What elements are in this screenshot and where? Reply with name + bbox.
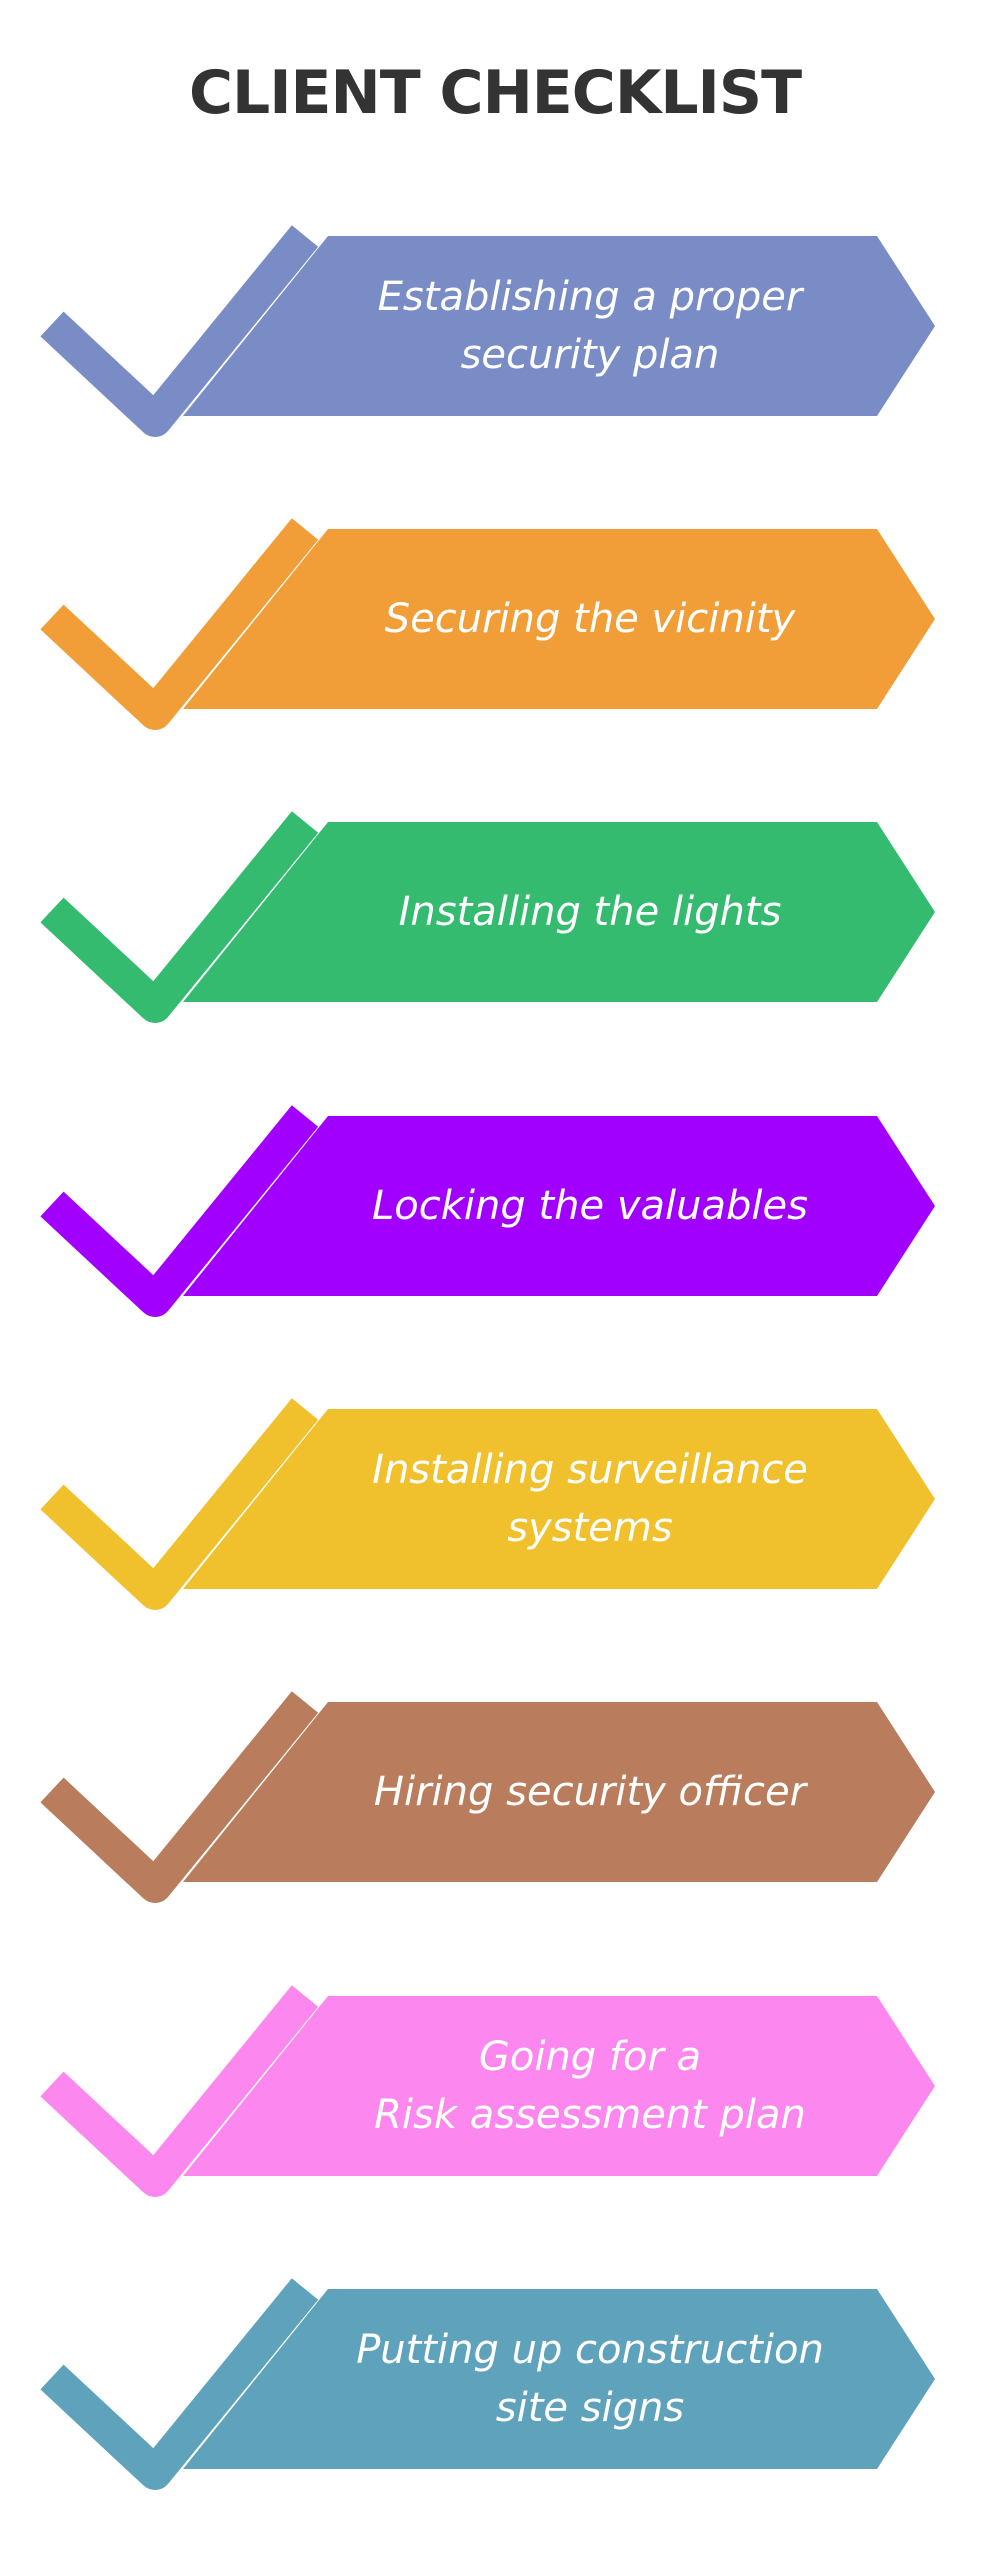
checklist-item-graphic: [40, 1398, 935, 1610]
checklist-item-graphic: [40, 518, 935, 730]
checkmark-icon: [40, 811, 319, 1023]
checkmark-icon: [40, 1985, 319, 2197]
checklist-item-label: Putting up construction site signs: [356, 2327, 824, 2431]
checklist-item-label: Going for a Risk assessment plan: [374, 2034, 806, 2138]
checklist-item: Putting up construction site signs: [0, 2265, 990, 2490]
arrow-banner: [183, 1409, 935, 1589]
checklist-item-graphic: [40, 2278, 935, 2490]
arrow-banner: [183, 1702, 935, 1882]
checkmark-icon: [40, 518, 319, 730]
checklist-item-graphic: [40, 1691, 935, 1903]
checkmark-icon: [40, 225, 319, 437]
checklist-item: Going for a Risk assessment plan: [0, 1972, 990, 2197]
checklist-item-label: Locking the valuables: [372, 1183, 808, 1229]
checkmark-icon: [40, 1691, 319, 1903]
checklist-item-label: Installing the lights: [398, 889, 782, 935]
checklist-item-label: Installing surveillance systems: [372, 1447, 808, 1551]
checkmark-icon: [40, 2278, 319, 2490]
checklist-item-graphic: [40, 1105, 935, 1317]
checklist-item: Securing the vicinity: [0, 505, 990, 730]
arrow-banner: [183, 822, 935, 1002]
arrow-banner: [183, 2289, 935, 2469]
page-title: CLIENT CHECKLIST: [188, 58, 802, 128]
checklist-item: Installing the lights: [0, 798, 990, 1023]
checklist-item-graphic: [40, 225, 935, 437]
checkmark-icon: [40, 1105, 319, 1317]
checklist-item: Establishing a proper security plan: [0, 212, 990, 437]
checklist-item-label: Securing the vicinity: [384, 596, 796, 642]
checkmark-icon: [40, 1398, 319, 1610]
checklist-item-graphic: [40, 1985, 935, 2197]
arrow-banner: [183, 529, 935, 709]
arrow-banner: [183, 236, 935, 416]
checklist-item: Locking the valuables: [0, 1092, 990, 1317]
arrow-banner: [183, 1116, 935, 1296]
checklist-item-label: Establishing a proper security plan: [377, 274, 803, 378]
arrow-banner: [183, 1996, 935, 2176]
checklist-item: Installing surveillance systems: [0, 1385, 990, 1610]
checklist-item: Hiring security officer: [0, 1678, 990, 1903]
checklist-item-graphic: [40, 811, 935, 1023]
checklist-item-label: Hiring security officer: [373, 1769, 807, 1815]
